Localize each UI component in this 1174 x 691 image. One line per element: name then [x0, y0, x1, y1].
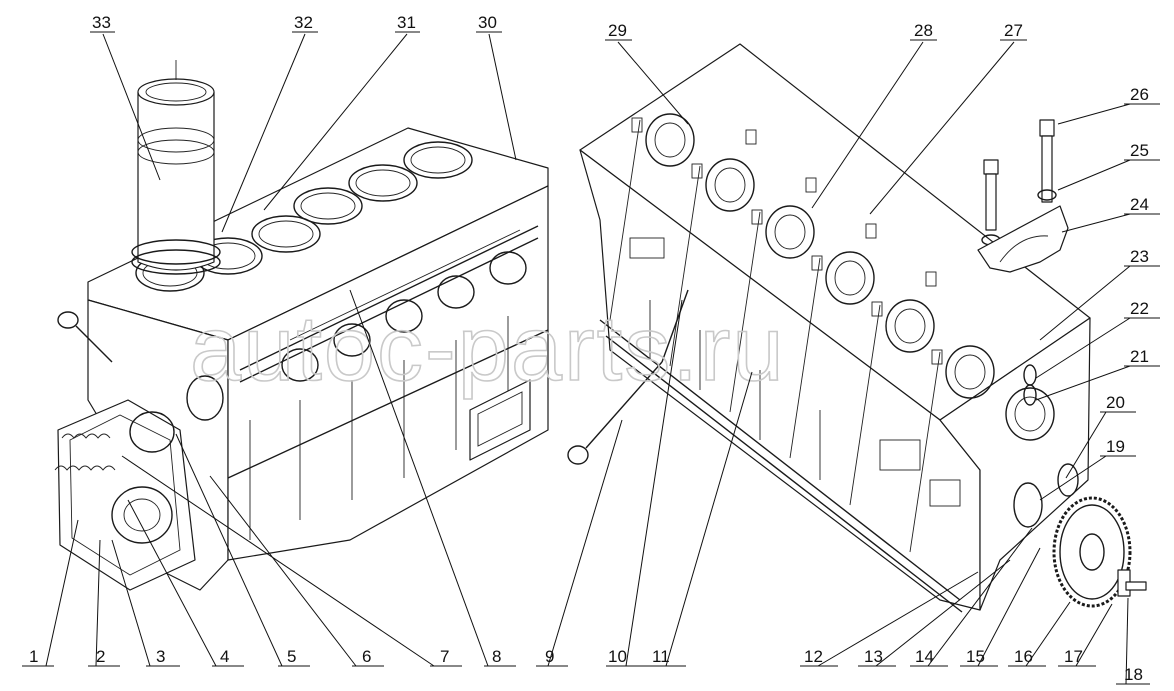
callout-1: 1	[29, 647, 38, 666]
callout-20: 20	[1106, 393, 1125, 412]
callout-7: 7	[440, 647, 449, 666]
callout-32: 32	[294, 13, 313, 32]
callout-4: 4	[220, 647, 229, 666]
right-engine-block	[567, 43, 1147, 613]
left-dipstick	[57, 311, 113, 363]
callout-21: 21	[1130, 347, 1149, 366]
right-dipstick	[567, 289, 689, 465]
left-rear-plate	[469, 379, 531, 461]
callout-3: 3	[156, 647, 165, 666]
callout-12: 12	[804, 647, 823, 666]
callout-5: 5	[287, 647, 296, 666]
callout-27: 27	[1004, 21, 1023, 40]
leader-lines	[22, 31, 1160, 685]
callout-17: 17	[1064, 647, 1083, 666]
callout-8: 8	[492, 647, 501, 666]
liner-o-ring-2	[131, 249, 221, 275]
left-engine-block	[54, 60, 549, 591]
callout-9: 9	[545, 647, 554, 666]
callout-6: 6	[362, 647, 371, 666]
callout-31: 31	[397, 13, 416, 32]
gear-bolts	[1117, 569, 1147, 597]
callout-labels: 1 2 3 4 5 6 7 8 9 10 11 12 13 14 15 16 1…	[29, 13, 1149, 684]
callout-22: 22	[1130, 299, 1149, 318]
callout-30: 30	[478, 13, 497, 32]
callout-24: 24	[1130, 195, 1149, 214]
callout-23: 23	[1130, 247, 1149, 266]
callout-29: 29	[608, 21, 627, 40]
callout-13: 13	[864, 647, 883, 666]
liner-o-ring-1	[131, 239, 221, 265]
callout-14: 14	[915, 647, 934, 666]
callout-15: 15	[966, 647, 985, 666]
cylinder-liner	[137, 60, 215, 271]
callout-18: 18	[1124, 665, 1143, 684]
right-block-end-face	[939, 317, 1091, 611]
callout-19: 19	[1106, 437, 1125, 456]
callout-2: 2	[96, 647, 105, 666]
callout-26: 26	[1130, 85, 1149, 104]
callout-33: 33	[92, 13, 111, 32]
callout-10: 10	[608, 647, 627, 666]
left-front-cover	[57, 399, 196, 591]
right-main-bearing-saddles	[645, 113, 1055, 441]
watermark: autoc-parts.ru	[190, 298, 786, 400]
idler-gear-hub	[1013, 482, 1043, 528]
callout-25: 25	[1130, 141, 1149, 160]
callout-11: 11	[652, 647, 670, 666]
callout-16: 16	[1014, 647, 1033, 666]
main-bearing-cap	[977, 205, 1069, 273]
timing-gear	[1052, 496, 1132, 608]
callout-28: 28	[914, 21, 933, 40]
